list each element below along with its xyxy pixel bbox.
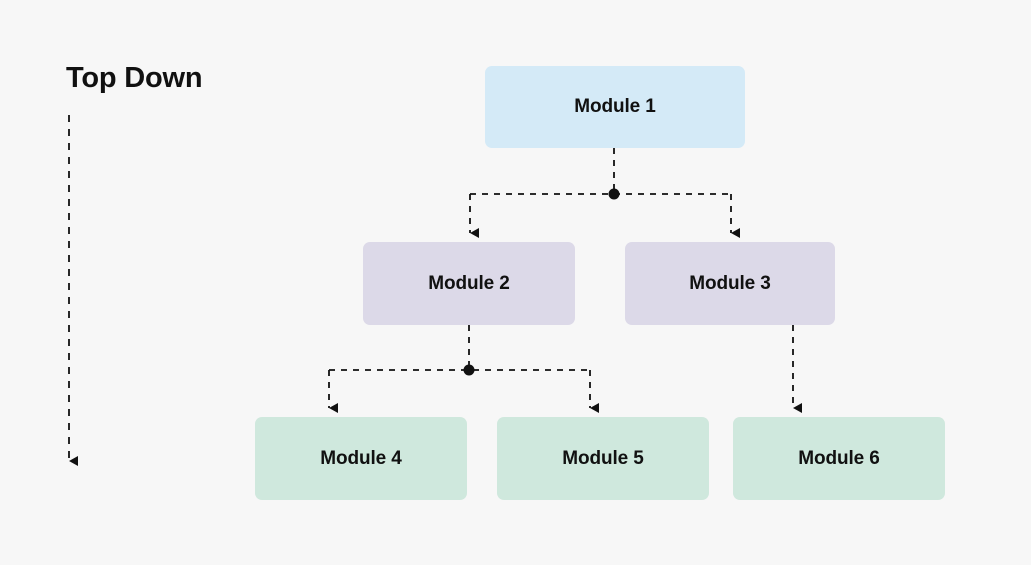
node-module-2[interactable]: Module 2	[363, 242, 575, 325]
node-module-1[interactable]: Module 1	[485, 66, 745, 148]
node-module-5[interactable]: Module 5	[497, 417, 709, 500]
junction-dot-level-2	[463, 364, 475, 376]
node-module-4[interactable]: Module 4	[255, 417, 467, 500]
junction-dot-level-1	[608, 188, 620, 200]
page-title: Top Down	[66, 62, 203, 94]
node-module-3[interactable]: Module 3	[625, 242, 835, 325]
node-module-6[interactable]: Module 6	[733, 417, 945, 500]
